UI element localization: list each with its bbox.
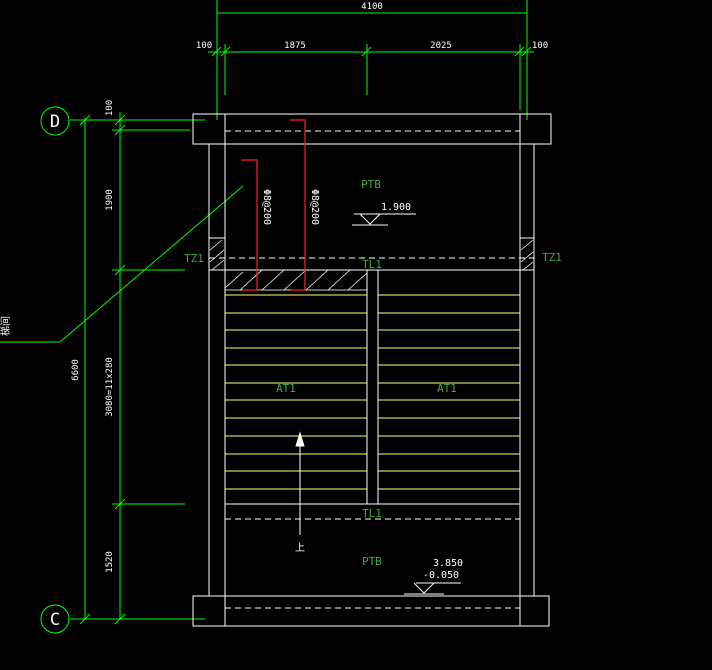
stair-treads-left xyxy=(225,294,367,490)
section-leader xyxy=(0,185,244,343)
up-arrow-label: 上 xyxy=(295,542,305,554)
column-hatch-left xyxy=(209,239,225,271)
left-dimension-chain xyxy=(70,112,205,625)
tz1-right-label: TZ1 xyxy=(542,251,562,264)
elevation-bottom-value-1: 3.850 xyxy=(433,558,463,569)
tz1-left-label: TZ1 xyxy=(184,252,204,265)
dim-left-seg3: 1520 xyxy=(105,551,115,573)
tl1-top-label: TL1 xyxy=(362,258,382,271)
dim-left-seg2: 3080=11x280 xyxy=(105,357,115,417)
at1-left-label: AT1 xyxy=(276,382,296,395)
elevation-marker-bottom xyxy=(404,582,461,595)
dim-left-top: 100 xyxy=(105,100,115,116)
dim-left-total: 6600 xyxy=(71,359,81,381)
dim-top-seg1: 1875 xyxy=(284,41,306,51)
elevation-bottom-value-2: -0.050 xyxy=(423,570,459,581)
leader-text: 梯间 xyxy=(0,316,12,336)
dim-top-right-wall: 100 xyxy=(532,41,548,51)
dim-top-left-wall: 100 xyxy=(196,41,212,51)
axis-d-label: D xyxy=(50,112,60,132)
rebar-label-1: Φ8@200 xyxy=(261,189,272,225)
tl1-bottom-label: TL1 xyxy=(362,507,382,520)
dim-top-seg2: 2025 xyxy=(430,41,452,51)
rebar-label-2: Φ8@200 xyxy=(309,189,320,225)
elevation-marker-top xyxy=(352,213,416,226)
axis-c-label: C xyxy=(50,610,60,630)
ptb-bottom-label: PTB xyxy=(362,555,382,568)
axis-bubble-c: C xyxy=(40,604,70,634)
column-hatch-right xyxy=(520,239,534,271)
ptb-top-label: PTB xyxy=(361,178,381,191)
axis-bubble-d: D xyxy=(40,106,70,136)
top-dimension-chain xyxy=(208,0,534,120)
tl1-beam-hatch xyxy=(224,269,368,291)
dim-left-seg1: 1900 xyxy=(105,189,115,211)
at1-right-label: AT1 xyxy=(437,382,457,395)
dim-top-total: 4100 xyxy=(361,2,383,12)
elevation-top-value: 1.900 xyxy=(381,202,411,213)
up-arrow-icon xyxy=(295,431,305,535)
stair-treads-right xyxy=(378,294,520,490)
rebar-lines xyxy=(241,119,306,291)
